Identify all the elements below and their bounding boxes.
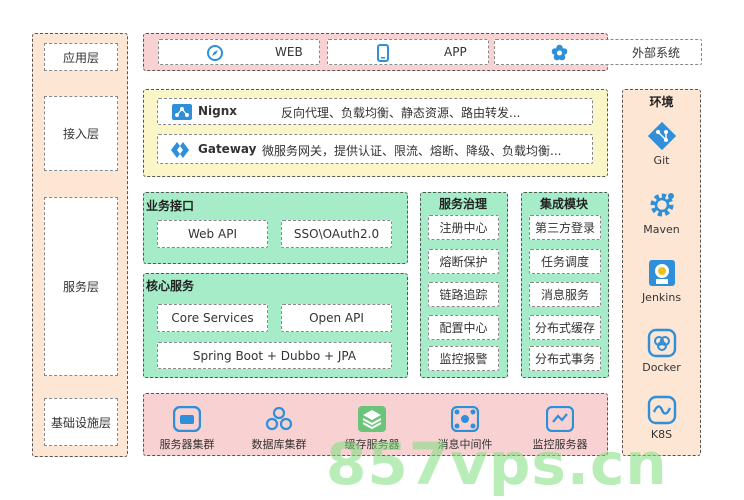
- open-api-box: Open API: [281, 304, 392, 332]
- env-item-maven: Maven: [623, 190, 700, 236]
- env-item-label: K8S: [650, 428, 673, 441]
- nginx-row: Nignx 反向代理、负载均衡、静态资源、路由转发...: [157, 98, 593, 125]
- governance-item: 监控报警: [428, 346, 499, 371]
- web-api-box: Web API: [157, 220, 268, 248]
- governance-item: 链路追踪: [428, 282, 499, 307]
- core-services-title: 核心服务: [146, 279, 195, 293]
- gateway-name: Gateway: [198, 142, 257, 156]
- git-icon: [647, 121, 677, 151]
- governance-item: 注册中心: [428, 215, 499, 240]
- gateway-icon: [170, 141, 190, 159]
- governance-title: 服务治理: [439, 197, 488, 211]
- infra-item-label: 服务器集群: [159, 438, 215, 451]
- integration-item: 消息服务: [529, 282, 601, 307]
- monitor-icon: [546, 406, 574, 432]
- env-item-jenkins: Jenkins: [623, 258, 700, 304]
- server-cluster-icon: [173, 406, 201, 432]
- sso-oauth-box: SSO\OAuth2.0: [281, 220, 392, 248]
- integration-item: 分布式缓存: [529, 315, 601, 340]
- database-cluster-icon: [265, 406, 293, 432]
- cache-layers-icon: [358, 406, 386, 432]
- infra-item-servers: 服务器集群: [137, 406, 237, 452]
- integration-item: 分布式事务: [529, 346, 601, 371]
- infra-item-label: 监控服务器: [532, 438, 588, 451]
- k8s-icon: [647, 395, 677, 425]
- environment-panel: 环境 Git Maven Jenkins Docker K8S: [622, 89, 701, 456]
- app-item-external-full: 外部系统: [494, 39, 702, 65]
- layer-label-access: 接入层: [44, 96, 118, 171]
- infra-item-label: 数据库集群: [251, 438, 307, 451]
- gear-icon: [647, 190, 677, 220]
- nginx-icon: [172, 104, 192, 120]
- gateway-desc: 微服务网关，提供认证、限流、熔断、降级、负载均衡...: [262, 144, 562, 158]
- env-item-docker: Docker: [623, 328, 700, 374]
- env-item-k8s: K8S: [623, 395, 700, 441]
- business-api-title: 业务接口: [146, 199, 195, 213]
- gateway-row: Gateway 微服务网关，提供认证、限流、熔断、降级、负载均衡...: [157, 134, 593, 164]
- layer-label-infra: 基础设施层: [44, 398, 118, 446]
- message-hub-icon: [451, 406, 479, 432]
- docker-icon: [647, 328, 677, 358]
- integration-item: 第三方登录: [529, 215, 601, 240]
- watermark-text: 857vps.cn: [326, 430, 668, 498]
- env-item-label: Maven: [643, 223, 680, 236]
- env-item-label: Docker: [642, 361, 681, 374]
- nginx-name: Nignx: [198, 104, 238, 118]
- layer-label-app: 应用层: [44, 43, 118, 71]
- env-item-label: Jenkins: [641, 291, 682, 304]
- infrastructure-panel: 服务器集群 数据库集群 缓存服务器 消息中间件 监控服务器: [143, 393, 608, 456]
- app-item-label: WEB: [275, 45, 303, 59]
- app-item-label: APP: [444, 45, 467, 59]
- app-item-label: 外部系统: [632, 45, 681, 60]
- app-item-app: APP: [327, 39, 489, 65]
- layer-label-service: 服务层: [44, 197, 118, 376]
- env-item-label: Git: [653, 154, 670, 167]
- governance-item: 熔断保护: [428, 249, 499, 274]
- infra-item-label: 缓存服务器: [344, 438, 400, 451]
- governance-item: 配置中心: [428, 315, 499, 340]
- app-item-web: WEB: [158, 39, 320, 65]
- spring-boot-box: Spring Boot + Dubbo + JPA: [157, 342, 392, 369]
- jenkins-icon: [647, 258, 677, 288]
- environment-title: 环境: [649, 95, 674, 109]
- infra-item-cache: 缓存服务器: [322, 406, 422, 452]
- infra-item-databases: 数据库集群: [229, 406, 329, 452]
- infra-item-mq: 消息中间件: [415, 406, 515, 452]
- env-item-git: Git: [623, 121, 700, 167]
- core-services-box: Core Services: [157, 304, 268, 332]
- nginx-desc: 反向代理、负载均衡、静态资源、路由转发...: [281, 106, 521, 120]
- compass-icon: [207, 45, 223, 61]
- infra-item-label: 消息中间件: [437, 438, 493, 451]
- infra-item-monitor: 监控服务器: [510, 406, 610, 452]
- phone-icon: [377, 44, 389, 62]
- flower-icon: [551, 44, 568, 61]
- integration-title: 集成模块: [540, 197, 589, 211]
- integration-item: 任务调度: [529, 249, 601, 274]
